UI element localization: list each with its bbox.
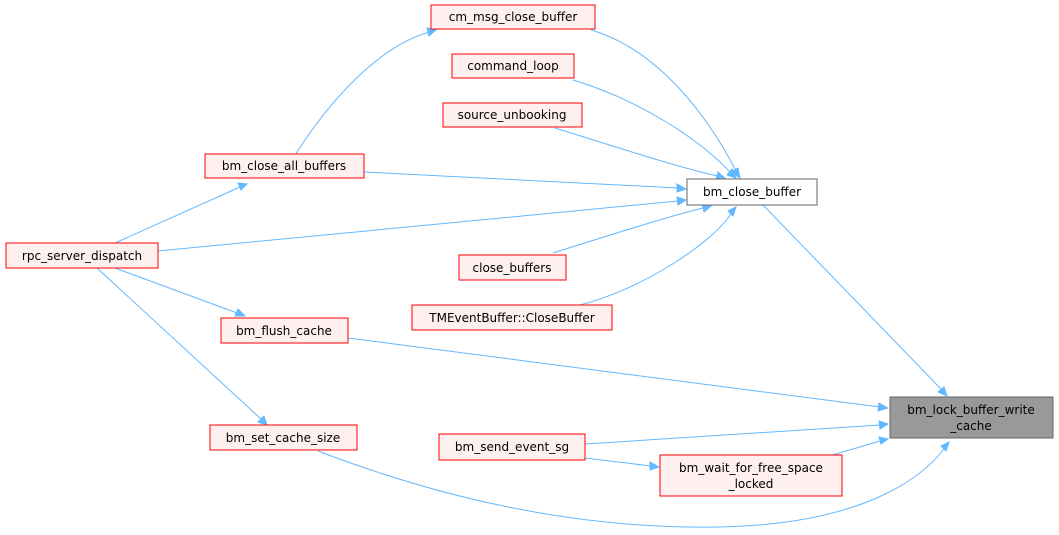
node-tmeventbuffer-closebuffer[interactable]: TMEventBuffer::CloseBuffer — [411, 304, 613, 331]
node-close-buffers[interactable]: close_buffers — [458, 254, 567, 281]
edge-cm-msg-close-buffer-to-bm-close-buffer — [590, 29, 741, 180]
node-source-unbooking[interactable]: source_unbooking — [442, 102, 583, 128]
node-label-line2: _cache — [949, 419, 992, 433]
node-label-line2: _locked — [728, 477, 774, 491]
node-cm-msg-close-buffer[interactable]: cm_msg_close_buffer — [430, 4, 596, 30]
edge-command-loop-to-bm-close-buffer — [572, 79, 737, 179]
edge-bm-send-event-sg-to-bm-lock-buffer-write-cache — [584, 420, 890, 445]
node-label: cm_msg_close_buffer — [449, 10, 578, 24]
edge-close-buffers-to-bm-close-buffer — [552, 203, 713, 254]
edge-bm-close-all-buffers-to-cm-msg-close-buffer — [294, 27, 439, 156]
node-bm-close-all-buffers[interactable]: bm_close_all_buffers — [204, 153, 365, 179]
node-label-line1: bm_lock_buffer_write — [907, 403, 1035, 417]
node-label: bm_close_buffer — [703, 185, 801, 199]
edge-bm-wait-for-free-space-locked-to-bm-lock-buffer-write-cache — [828, 436, 890, 457]
node-label: bm_close_all_buffers — [222, 159, 346, 173]
edge-rpc-server-dispatch-to-bm-flush-cache — [114, 267, 247, 317]
node-label: bm_set_cache_size — [226, 431, 340, 445]
edge-rpc-server-dispatch-to-bm-set-cache-size — [96, 267, 268, 426]
edge-bm-close-all-buffers-to-bm-close-buffer — [363, 171, 688, 193]
node-label: bm_flush_cache — [236, 324, 332, 338]
node-bm-lock-buffer-write-cache[interactable]: bm_lock_buffer_write _cache — [889, 396, 1054, 439]
node-bm-set-cache-size[interactable]: bm_set_cache_size — [209, 424, 358, 451]
node-bm-send-event-sg[interactable]: bm_send_event_sg — [438, 433, 586, 461]
edge-rpc-server-dispatch-to-bm-close-buffer — [157, 196, 688, 252]
node-bm-flush-cache[interactable]: bm_flush_cache — [220, 317, 349, 344]
edge-source-unbooking-to-bm-close-buffer — [554, 127, 728, 181]
edge-bm-close-buffer-to-bm-lock-buffer-write-cache — [762, 204, 948, 397]
nodes: cm_msg_close_buffer command_loop source_… — [5, 4, 1054, 497]
edge-bm-flush-cache-to-bm-lock-buffer-write-cache — [347, 337, 890, 412]
edge-tmeventbuffer-closebuffer-to-bm-close-buffer — [579, 206, 737, 306]
node-rpc-server-dispatch[interactable]: rpc_server_dispatch — [5, 242, 159, 269]
node-label: close_buffers — [473, 261, 552, 275]
node-label-line1: bm_wait_for_free_space — [679, 461, 823, 475]
node-command-loop[interactable]: command_loop — [451, 53, 575, 79]
node-label: source_unbooking — [458, 108, 567, 122]
node-label: rpc_server_dispatch — [22, 249, 142, 263]
node-bm-wait-for-free-space-locked[interactable]: bm_wait_for_free_space _locked — [659, 454, 843, 497]
edge-bm-send-event-sg-to-bm-wait-for-free-space-locked — [584, 457, 661, 471]
edge-bm-set-cache-size-to-bm-lock-buffer-write-cache — [317, 441, 950, 528]
node-label: TMEventBuffer::CloseBuffer — [428, 311, 595, 325]
edge-rpc-server-dispatch-to-bm-close-all-buffers — [114, 182, 249, 244]
node-bm-close-buffer[interactable]: bm_close_buffer — [686, 178, 818, 206]
node-label: command_loop — [467, 59, 559, 73]
node-label: bm_send_event_sg — [455, 440, 569, 454]
